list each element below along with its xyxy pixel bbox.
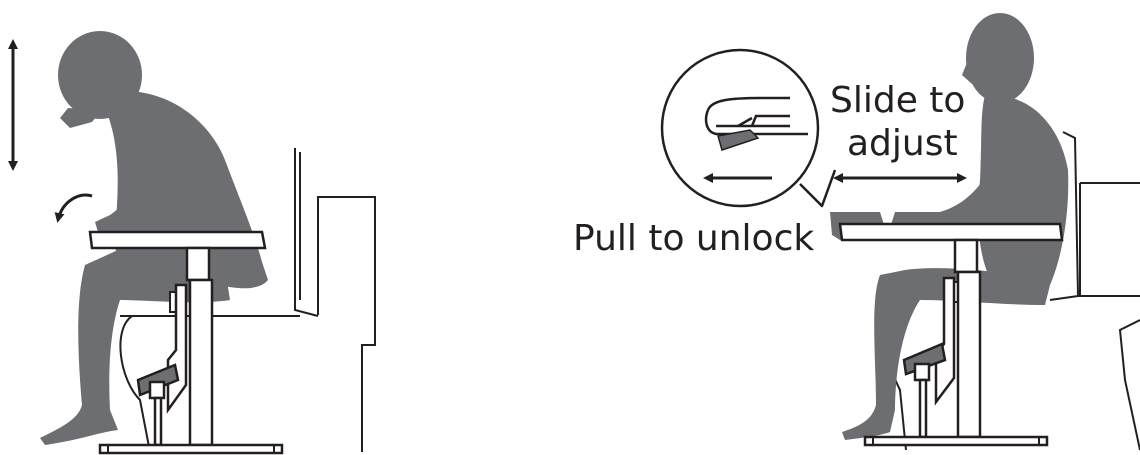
- stand-right: [863, 270, 1049, 447]
- label-pull-to-unlock: Pull to unlock: [573, 218, 814, 259]
- person-right: [842, 13, 1069, 440]
- lever-paddle: [717, 129, 760, 151]
- release-lever-detail: [704, 96, 808, 136]
- toilet-right: [884, 131, 1140, 451]
- curved-rotate-arrow-icon: [54, 193, 93, 223]
- stand-left: [98, 278, 284, 455]
- zoom-callout: [660, 48, 837, 208]
- label-slide-line2: adjust: [847, 123, 958, 164]
- left-scene: [8, 31, 376, 455]
- label-slide-line1: Slide to: [830, 80, 965, 121]
- right-scene: Slide to adjust Pull to unlock: [573, 13, 1140, 451]
